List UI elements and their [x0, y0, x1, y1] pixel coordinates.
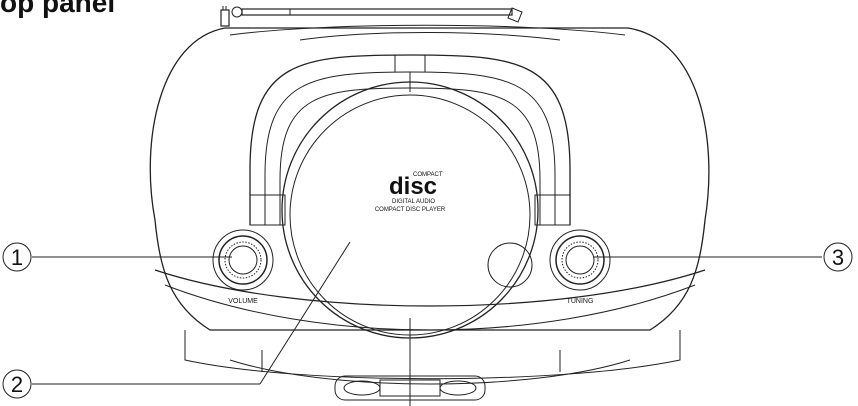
cd-lid	[281, 81, 539, 339]
volume-knob	[212, 229, 274, 291]
cabinet	[149, 24, 710, 406]
antenna	[220, 6, 523, 27]
lid-text: COMPACT DISC PLAYER	[375, 207, 446, 213]
callout-2-number: 2	[11, 372, 23, 397]
callout-3-number: 3	[832, 245, 844, 270]
logo-disc: disc	[389, 173, 437, 200]
callout-1-number: 1	[11, 245, 23, 270]
volume-label: VOLUME	[228, 298, 258, 305]
tuning-label: TUNING	[567, 298, 594, 305]
tuning-knob	[549, 229, 611, 291]
logo-digital-audio: DIGITAL AUDIO	[392, 199, 435, 205]
callout-3	[823, 242, 853, 272]
logo-compact: COMPACT	[413, 172, 443, 178]
callout-1	[2, 242, 32, 272]
callout-leaders	[32, 241, 822, 385]
page-title: op panel	[0, 0, 116, 18]
callout-2	[2, 369, 32, 399]
carry-handle	[249, 54, 571, 226]
compact-disc-logo: COMPACT disc DIGITAL AUDIO	[389, 172, 443, 205]
